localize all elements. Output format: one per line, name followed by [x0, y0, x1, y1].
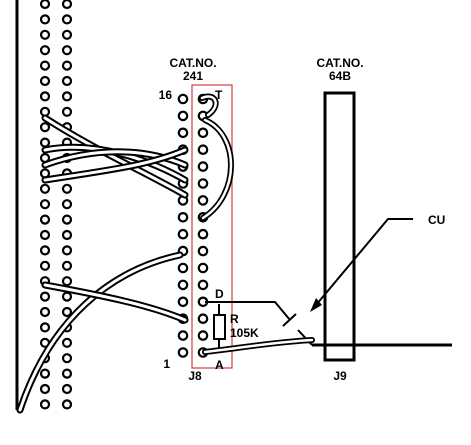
- left-terminal: [61, 91, 73, 102]
- j8-terminal-right: [197, 313, 209, 324]
- j8-terminal-left: [177, 93, 189, 105]
- left-terminal: [39, 383, 51, 395]
- connector-j8-label: J8: [188, 369, 202, 383]
- cat-no-left-label: CAT.NO.: [169, 56, 216, 70]
- left-terminal: [39, 214, 51, 225]
- jumper-wire-t: [199, 93, 234, 221]
- resistor-body: [213, 314, 226, 340]
- wire-long-lower-left: [16, 251, 189, 414]
- cut-callout-arrowhead: [310, 298, 322, 312]
- j8-terminal-right: [197, 127, 209, 139]
- j8-terminal-right: [197, 161, 209, 172]
- j8-terminal-strip: [177, 93, 209, 358]
- left-terminal: [61, 183, 73, 194]
- left-terminal: [61, 106, 73, 117]
- left-terminal: [39, 199, 51, 210]
- j8-terminal-left: [177, 296, 189, 308]
- left-terminal: [39, 399, 51, 410]
- j8-terminal-right: [197, 228, 209, 240]
- cut-callout-label: CU: [428, 213, 445, 227]
- wire-3-inner: [43, 150, 187, 167]
- left-terminal: [39, 29, 51, 40]
- left-terminal: [39, 75, 51, 87]
- cut-mark: [282, 313, 297, 327]
- left-terminal: [61, 383, 73, 395]
- j8-terminal-left: [177, 262, 189, 274]
- terminal-d-label: D: [215, 287, 224, 301]
- left-terminal: [39, 137, 51, 148]
- left-terminal: [61, 45, 73, 56]
- left-terminal: [39, 306, 51, 318]
- left-terminal: [39, 183, 51, 194]
- j8-terminal-left: [177, 212, 189, 223]
- pin-bottom-number: 1: [163, 357, 170, 371]
- resistor-value-label: 105K: [230, 326, 259, 340]
- left-terminal: [39, 245, 51, 256]
- j8-terminal-right: [197, 262, 209, 274]
- cat-num-right-label: 64B: [329, 69, 351, 83]
- j8-terminal-right: [197, 279, 209, 291]
- connector-j9-label: J9: [333, 369, 347, 383]
- left-terminal: [61, 29, 73, 40]
- left-terminal-block: [39, 0, 73, 410]
- left-terminal: [39, 60, 51, 71]
- wire-bundle-upper: [41, 114, 189, 199]
- left-terminal: [39, 368, 51, 379]
- j8-highlight-box: [191, 84, 233, 369]
- wire-a-to-j9: [202, 337, 315, 355]
- j8-terminal-right: [197, 144, 209, 155]
- resistor-name-label: R: [230, 312, 239, 326]
- j9-block: [323, 91, 356, 362]
- left-terminal: [61, 14, 73, 25]
- j8-terminal-left: [177, 330, 189, 341]
- left-terminal: [61, 353, 73, 364]
- left-terminal: [61, 399, 73, 410]
- left-terminal: [39, 14, 51, 25]
- left-terminal: [61, 276, 73, 287]
- left-terminal: [61, 75, 73, 87]
- left-terminal: [61, 229, 73, 241]
- left-terminal: [39, 45, 51, 56]
- left-terminal: [61, 60, 73, 71]
- pin-top-number: 16: [159, 88, 173, 102]
- left-terminal: [61, 306, 73, 318]
- left-terminal: [61, 291, 73, 302]
- j8-terminal-right: [197, 245, 209, 257]
- wire-d-to-cut: [205, 301, 291, 321]
- left-terminal: [61, 199, 73, 210]
- left-terminal: [61, 245, 73, 256]
- left-terminal: [39, 122, 51, 133]
- j8-terminal-right: [197, 195, 209, 206]
- left-terminal: [61, 214, 73, 225]
- cat-no-right-label: CAT.NO.: [316, 56, 363, 70]
- left-terminal: [39, 91, 51, 102]
- j8-terminal-left: [177, 228, 189, 240]
- terminal-t-label: T: [215, 88, 223, 102]
- left-terminal: [39, 291, 51, 302]
- left-terminal: [61, 368, 73, 379]
- terminal-a-label: A: [215, 358, 224, 372]
- j8-terminal-right: [197, 330, 209, 341]
- left-terminal: [39, 229, 51, 241]
- left-terminal: [61, 337, 73, 348]
- j8-terminal-left: [177, 110, 189, 122]
- j8-terminal-left: [177, 127, 189, 139]
- cat-num-left-label: 241: [183, 69, 203, 83]
- j8-terminal-left: [177, 347, 189, 358]
- left-terminal: [39, 0, 51, 10]
- j8-terminal-left: [177, 279, 189, 291]
- cut-callout-leader: [315, 218, 413, 306]
- wire-4-inner: [43, 148, 187, 182]
- wire-1-inner: [43, 116, 187, 197]
- left-terminal: [61, 0, 73, 10]
- j8-terminal-right: [197, 178, 209, 189]
- left-terminal: [39, 322, 51, 333]
- left-terminal: [39, 260, 51, 271]
- left-terminal: [61, 260, 73, 271]
